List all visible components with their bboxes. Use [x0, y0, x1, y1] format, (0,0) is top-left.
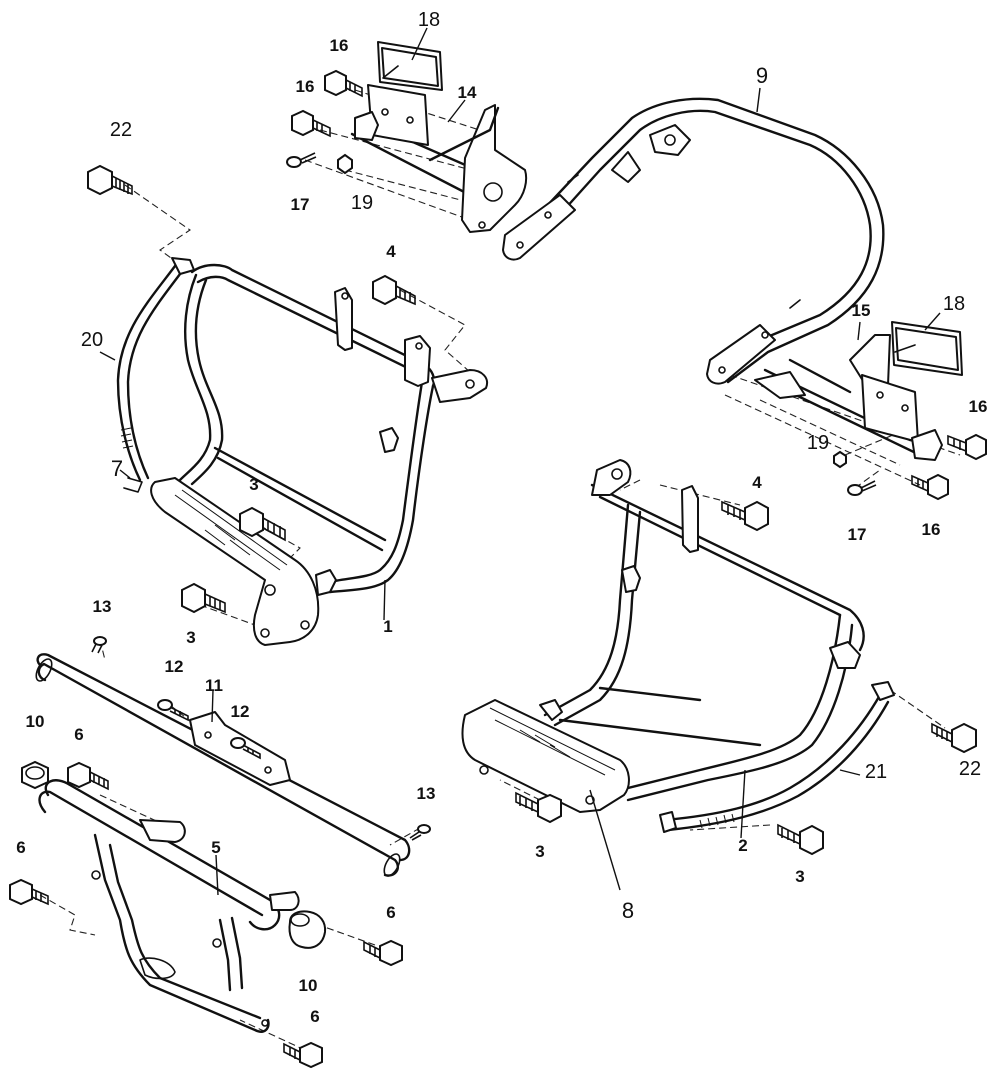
callout-4-left: 4 [386, 242, 396, 261]
callout-12-right: 12 [231, 702, 250, 721]
callout-labels: 1 2 3 3 3 3 4 4 5 6 6 6 6 7 8 9 10 10 11… [16, 9, 987, 1026]
nut-19-top [337, 153, 353, 175]
callout-3-left-lower: 3 [186, 628, 195, 647]
bolt-3-right-left [515, 791, 562, 824]
callout-6-upper-left: 6 [74, 725, 83, 744]
screw-13-upper [91, 636, 107, 654]
bolt-3-left-upper [239, 506, 286, 542]
screw-12-left [157, 699, 189, 722]
callout-1: 1 [383, 617, 392, 636]
bolt-6-bottom [283, 1041, 323, 1069]
right-step-bracket [754, 334, 943, 461]
callout-15: 15 [852, 301, 871, 320]
callout-22-right: 22 [959, 758, 981, 780]
callout-18-right: 18 [943, 293, 965, 315]
callout-12-left: 12 [165, 657, 184, 676]
bolt-16-right-lower [911, 473, 949, 501]
callout-9: 9 [756, 63, 768, 88]
callout-16-top-lower: 16 [296, 77, 315, 96]
callout-13-lower: 13 [417, 784, 436, 803]
screw-17-top [286, 152, 317, 168]
callout-19-top: 19 [351, 192, 373, 214]
bolts [9, 69, 987, 1069]
cap-10-left [21, 760, 49, 790]
callout-18-left: 18 [418, 9, 440, 31]
grab-handle [502, 97, 885, 385]
callout-16-top-upper: 16 [330, 36, 349, 55]
nut-19-right [833, 450, 847, 469]
bolt-4-right [721, 500, 769, 532]
callout-17-right: 17 [848, 525, 867, 544]
callout-3-left-upper: 3 [249, 475, 258, 494]
callout-22-left: 22 [110, 119, 132, 141]
left-rod [116, 257, 195, 493]
screw-17-right [847, 480, 877, 496]
callout-20: 20 [81, 329, 103, 351]
callout-17-top: 17 [291, 195, 310, 214]
callout-3-right-left: 3 [535, 842, 544, 861]
callout-8: 8 [622, 898, 634, 923]
bolt-6-lower-left [9, 878, 49, 906]
callout-2: 2 [738, 836, 747, 855]
bolt-4-left [372, 274, 416, 306]
callout-16-right-upper: 16 [969, 397, 988, 416]
reflector-right [891, 321, 963, 376]
callout-19-right: 19 [807, 432, 829, 454]
callout-10-right: 10 [299, 976, 318, 995]
callout-6-bottom: 6 [310, 1007, 319, 1026]
callout-14: 14 [458, 83, 477, 102]
callout-7: 7 [111, 456, 123, 481]
callout-6-lower-left: 6 [16, 838, 25, 857]
front-guard [38, 779, 300, 1033]
cap-10-right [288, 910, 327, 949]
callout-10-left: 10 [26, 712, 45, 731]
callout-13-upper: 13 [93, 597, 112, 616]
left-side-frame [150, 263, 488, 646]
callout-5: 5 [211, 838, 220, 857]
callout-11: 11 [205, 676, 223, 695]
bolt-6-right [363, 939, 403, 967]
bolt-16-top-upper [324, 69, 363, 98]
callout-6-right: 6 [386, 903, 395, 922]
callout-16-right-lower: 16 [922, 520, 941, 539]
left-step-bracket [350, 84, 528, 233]
assembly-lines [39, 89, 961, 1051]
leader-lines [99, 27, 941, 896]
bolt-22-right [931, 722, 977, 754]
right-side-frame [461, 459, 865, 813]
bolt-16-top-lower [291, 109, 331, 138]
callout-4-right: 4 [752, 473, 762, 492]
callout-21: 21 [865, 761, 887, 783]
bolt-3-right-right [777, 823, 824, 856]
bolt-16-right-upper [947, 433, 987, 461]
callout-3-right-right: 3 [795, 867, 804, 886]
bolt-6-upper-left [67, 761, 109, 791]
screw-12-right [230, 737, 261, 760]
bolt-3-left-lower [181, 582, 226, 614]
reflector-left [377, 41, 443, 91]
bolt-22-left [87, 164, 133, 196]
screw-13-lower [409, 824, 431, 841]
right-rod [659, 681, 895, 833]
